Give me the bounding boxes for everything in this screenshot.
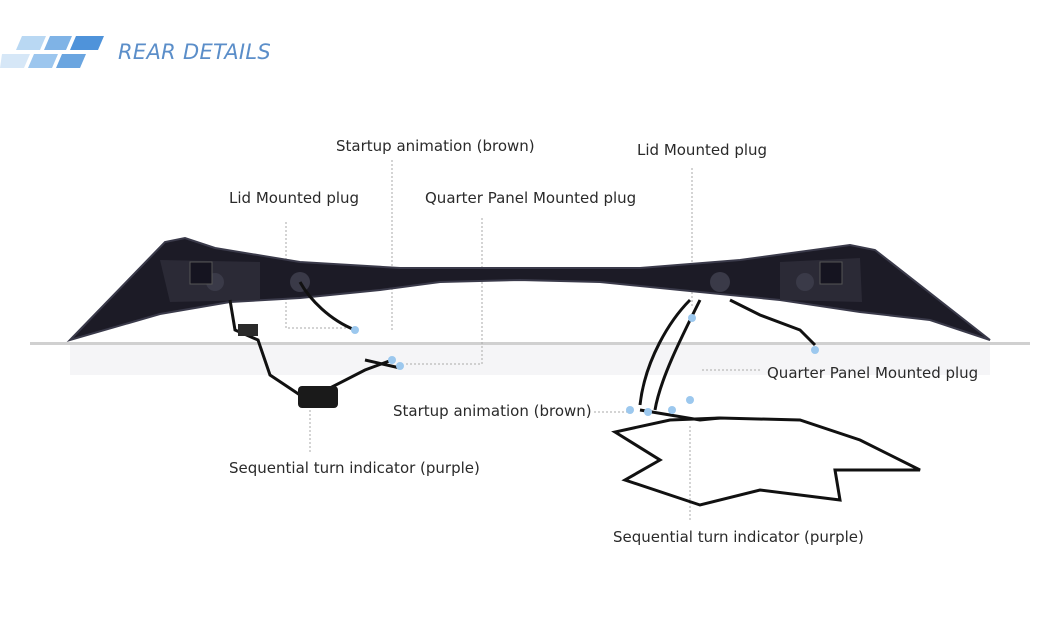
leader-lines bbox=[285, 160, 760, 520]
label-quarter-panel-plug-right: Quarter Panel Mounted plug bbox=[767, 364, 979, 382]
connector-dots bbox=[351, 314, 819, 416]
right-wiring bbox=[611, 298, 921, 507]
label-lid-mounted-plug-right: Lid Mounted plug bbox=[637, 141, 768, 159]
label-startup-animation-top: Startup animation (brown) bbox=[336, 137, 535, 155]
label-lid-mounted-plug-left: Lid Mounted plug bbox=[229, 189, 360, 207]
section-header: REAR DETAILS bbox=[0, 28, 300, 78]
tail-light-bar bbox=[66, 236, 991, 343]
label-sequential-turn-left: Sequential turn indicator (purple) bbox=[229, 459, 480, 477]
label-quarter-panel-plug-top: Quarter Panel Mounted plug bbox=[425, 189, 637, 207]
stripes-icon bbox=[0, 36, 104, 68]
label-sequential-turn-right: Sequential turn indicator (purple) bbox=[613, 528, 864, 546]
page-title: REAR DETAILS bbox=[118, 40, 272, 64]
label-startup-animation-mid: Startup animation (brown) bbox=[393, 402, 592, 420]
left-connector-block bbox=[298, 386, 338, 408]
reflection-line bbox=[30, 342, 1030, 345]
